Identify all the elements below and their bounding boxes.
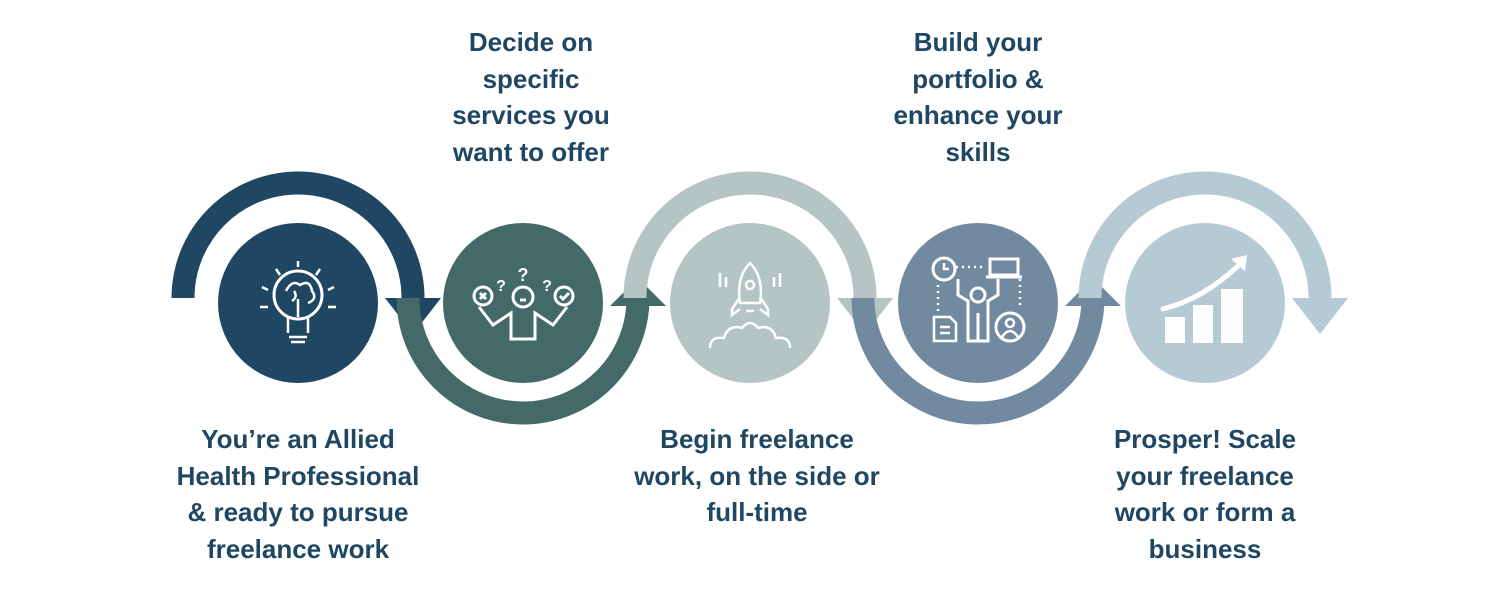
step-3-line: full-time: [706, 497, 808, 527]
person-deciding-icon: ? ? ?: [472, 265, 575, 341]
step-2-line: specific: [482, 63, 580, 94]
svg-text:?: ?: [542, 278, 552, 295]
step-5-line: business: [1148, 533, 1262, 564]
person-portfolio-icon: [931, 256, 1026, 343]
step-2-line: services you: [452, 100, 610, 130]
step-3-line: Begin freelance: [660, 424, 854, 454]
step-1-line: freelance work: [206, 533, 390, 564]
step-2-label: Decide on specific services you want to …: [381, 24, 681, 170]
step-5-label: Prosper! Scale your freelance work or fo…: [1055, 421, 1355, 567]
step-5-line: Prosper! Scale: [1113, 424, 1297, 454]
step-1-line: You’re an Allied: [201, 424, 395, 454]
step-2-circle: [443, 223, 603, 383]
step-4-label: Build your portfolio & enhance your skil…: [828, 24, 1128, 170]
arrowhead-down-icon: [1292, 298, 1348, 334]
step-4-line: portfolio &: [912, 63, 1044, 94]
step-4-line: Build your: [913, 27, 1043, 57]
step-3-label: Begin freelance work, on the side or ful…: [607, 421, 907, 531]
growth-chart-icon: [1160, 255, 1247, 343]
step-5-line: work or form a: [1114, 497, 1296, 527]
step-2-line: want to offer: [453, 136, 609, 167]
step-4-line: skills: [945, 136, 1011, 167]
step-2-line: Decide on: [468, 27, 594, 57]
step-5-line: your freelance: [1116, 460, 1294, 491]
step-5-circle: [1125, 223, 1285, 383]
rocket-launch-icon: [708, 261, 792, 349]
step-4-line: enhance your: [893, 100, 1063, 130]
svg-text:?: ?: [518, 265, 529, 285]
svg-text:?: ?: [496, 278, 506, 295]
step-3-line: work, on the side or: [634, 460, 880, 491]
step-1-line: & ready to pursue: [187, 497, 409, 527]
step-1-line: Health Professional: [176, 460, 420, 491]
step-1-label: You’re an Allied Health Professional & r…: [148, 421, 448, 567]
lightbulb-brain-icon: [260, 261, 336, 344]
step-5-arrow: [1078, 171, 1348, 334]
